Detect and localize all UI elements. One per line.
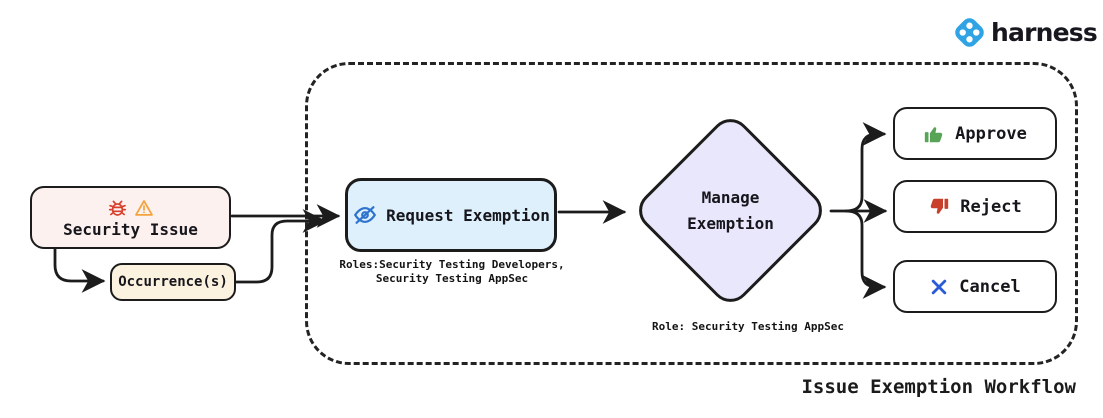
request-exemption-label: Request Exemption xyxy=(386,205,550,225)
manage-exemption-label: Manage Exemption xyxy=(687,187,774,233)
thumbs-down-icon xyxy=(931,198,949,214)
request-exemption-roles-note: Roles:Security Testing Developers, Secur… xyxy=(312,258,592,287)
node-approve: Approve xyxy=(893,107,1057,160)
brand-name: harness xyxy=(991,18,1098,47)
harness-logo-icon xyxy=(955,18,984,47)
roles-note-line1: Roles:Security Testing Developers, xyxy=(339,258,565,271)
approve-label: Approve xyxy=(955,123,1027,144)
warning-icon xyxy=(134,200,153,216)
x-icon xyxy=(932,279,947,294)
bug-icon xyxy=(108,200,126,216)
eye-slash-icon xyxy=(354,206,377,224)
node-reject: Reject xyxy=(893,180,1057,233)
roles-note-line2: Security Testing AppSec xyxy=(375,272,529,286)
node-security-issue: Security Issue xyxy=(30,186,231,249)
security-issue-icons xyxy=(108,198,154,218)
node-cancel: Cancel xyxy=(893,260,1057,313)
reject-label: Reject xyxy=(960,196,1022,217)
security-issue-label: Security Issue xyxy=(63,220,198,239)
arrow-manage-to-cancel xyxy=(844,209,887,299)
manage-exemption-role-note: Role: Security Testing AppSec xyxy=(651,320,845,333)
workflow-title: Issue Exemption Workflow xyxy=(801,376,1076,398)
cancel-label: Cancel xyxy=(959,276,1021,297)
arrow-occurrence-to-request xyxy=(234,209,327,284)
harness-brand: harness xyxy=(951,14,1098,51)
thumbs-up-icon xyxy=(925,126,943,142)
occurrence-label: Occurrence(s) xyxy=(118,274,228,290)
arrow-security-to-occurrence xyxy=(53,247,106,293)
node-request-exemption: Request Exemption xyxy=(345,178,557,252)
node-occurrence: Occurrence(s) xyxy=(110,263,236,301)
manage-exemption-label-wrap: Manage Exemption xyxy=(660,140,801,281)
arrow-manage-to-approve xyxy=(844,122,887,213)
